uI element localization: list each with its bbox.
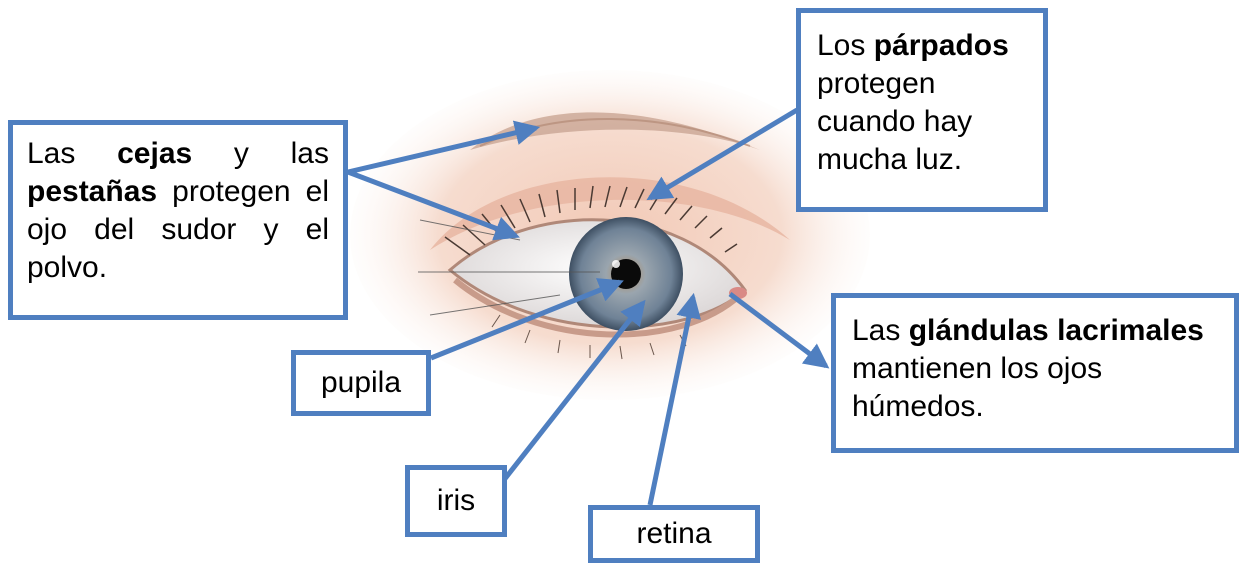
- arrow-to-retina: [647, 292, 702, 506]
- cejas-bold-2: pestañas: [27, 175, 158, 208]
- arrow-to-eyelashes: [347, 169, 520, 241]
- cejas-text-2: y las: [192, 137, 329, 170]
- label-box-iris: iris: [405, 465, 507, 537]
- glandulas-bold: glándulas lacrimales: [908, 314, 1204, 347]
- label-box-retina: retina: [588, 505, 760, 563]
- arrow-to-eyebrow: [347, 120, 541, 175]
- label-box-cejas: Las cejas y las pestañas protegen el ojo…: [8, 120, 348, 320]
- glandulas-text-2: mantienen los ojos húmedos.: [852, 352, 1103, 423]
- arrow-to-iris: [498, 299, 646, 487]
- pupila-label: pupila: [320, 366, 402, 399]
- cejas-text-1: Las: [27, 137, 118, 170]
- arrow-to-eyelid: [646, 107, 799, 201]
- cejas-text-3: protegen el ojo del sudor y el polvo.: [27, 175, 329, 284]
- parpados-bold: párpados: [873, 29, 1009, 62]
- cejas-bold-1: cejas: [117, 137, 193, 170]
- label-box-glandulas: Las glándulas lacrimales mantienen los o…: [831, 293, 1239, 453]
- retina-label: retina: [636, 517, 712, 550]
- lower-eyelid: [453, 277, 743, 338]
- arrow-to-pupil: [430, 278, 624, 361]
- glandulas-text-1: Las: [852, 314, 909, 347]
- label-box-pupila: pupila: [291, 350, 431, 416]
- eyebrow: [470, 112, 760, 150]
- upper-eyelid: [430, 177, 790, 250]
- arrow-to-tear-gland: [728, 292, 830, 369]
- parpados-text-1: Los: [817, 29, 874, 62]
- label-box-parpados: Los párpados protegen cuando hay mucha l…: [796, 8, 1048, 212]
- iris-label: iris: [436, 484, 476, 517]
- parpados-text-2: protegen cuando hay mucha luz.: [817, 67, 973, 176]
